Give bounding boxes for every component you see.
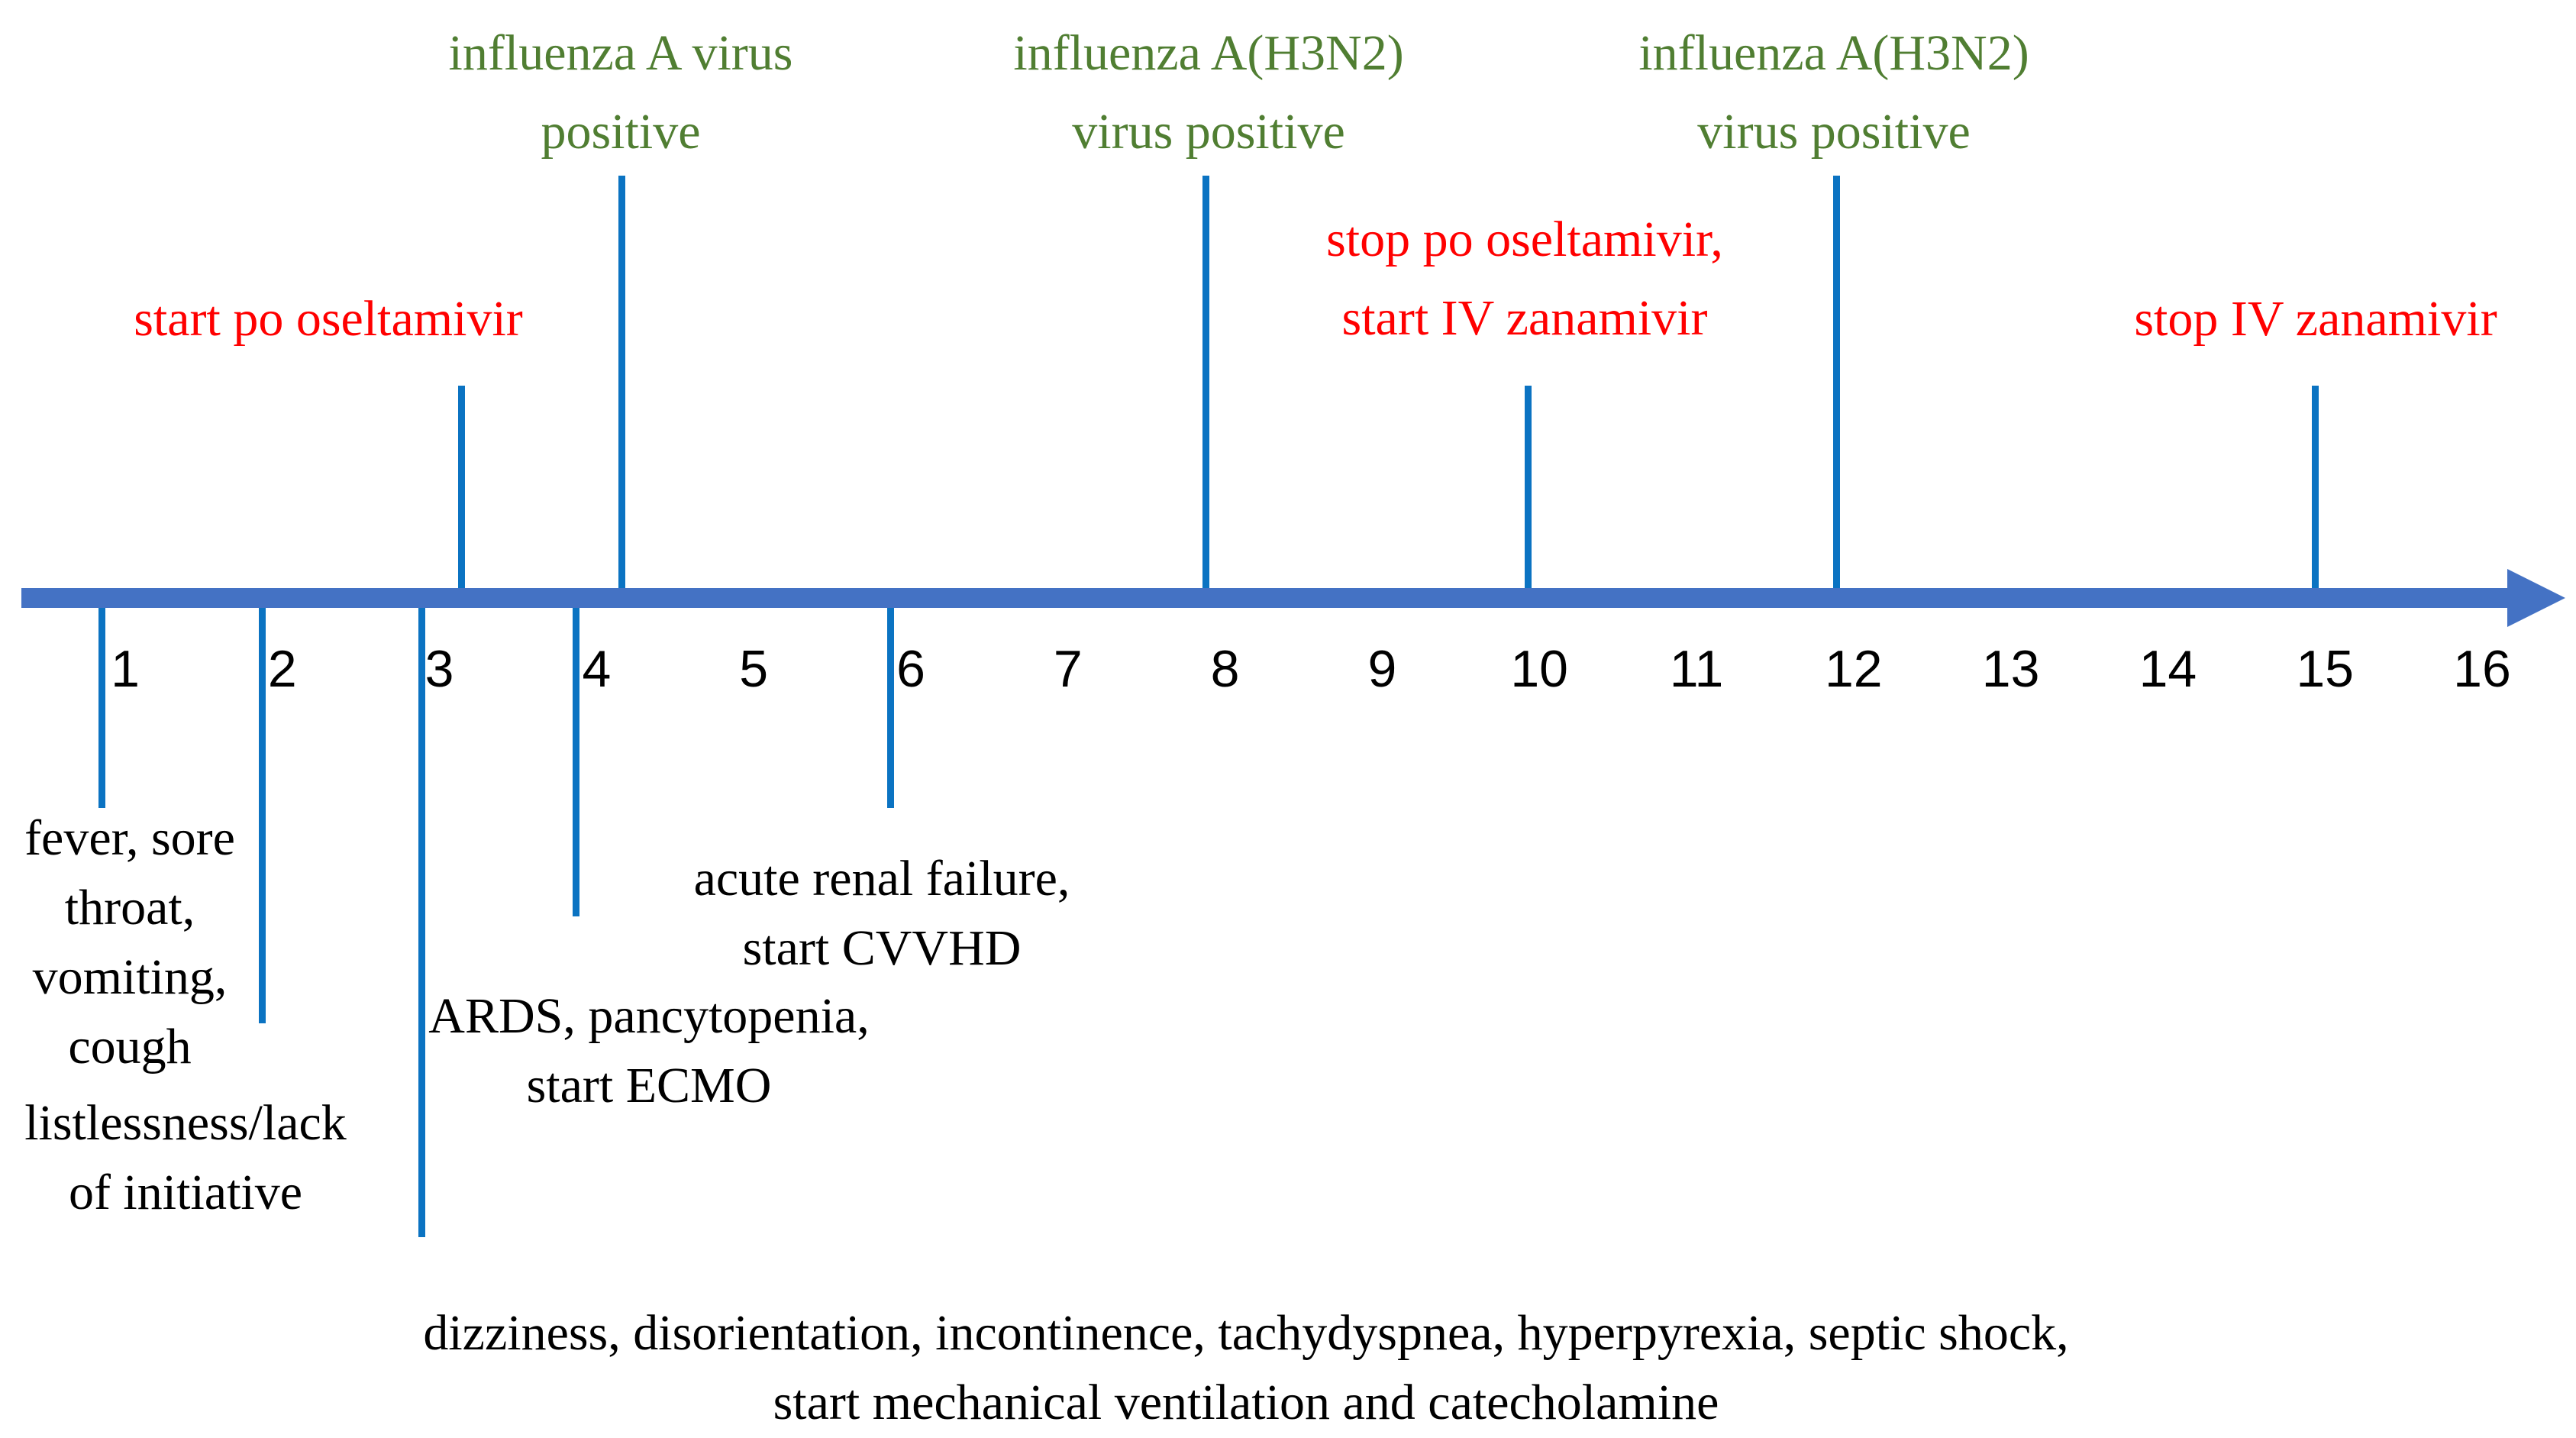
event-label-line: throat,: [64, 880, 195, 936]
event-label-line: dizziness, disorientation, incontinence,…: [423, 1305, 2069, 1361]
event-label-line: start mechanical ventilation and catecho…: [773, 1375, 1719, 1430]
event-label-stop-iv-zanamivir: stop IV zanamivir: [2134, 280, 2497, 358]
event-label-h3n2-positive-2: influenza A(H3N2) virus positive: [1638, 14, 2029, 171]
event-label-fever-block: fever, sore throat, vomiting, cough: [24, 803, 235, 1081]
event-label-line: fever, sore: [24, 810, 235, 866]
event-label-line: acute renal failure,: [693, 851, 1070, 906]
event-label-line: influenza A(H3N2): [1013, 25, 1404, 81]
event-tick-h3n2-positive-1: [1202, 176, 1210, 588]
axis-day-number-7: 7: [1053, 640, 1083, 698]
event-label-line: vomiting,: [32, 949, 228, 1005]
timeline-axis-arrowhead: [2507, 569, 2565, 627]
axis-day-number-13: 13: [1981, 640, 2040, 698]
event-label-line: of initiative: [68, 1165, 303, 1220]
event-label-start-po-oseltamivir: start po oseltamivir: [134, 280, 523, 358]
axis-day-number-1: 1: [111, 640, 140, 698]
axis-day-number-15: 15: [2296, 640, 2355, 698]
event-label-line: influenza A(H3N2): [1638, 25, 2029, 81]
event-label-line: start IV zanamivir: [1341, 290, 1708, 346]
event-label-listlessness-block: listlessness/lack of initiative: [24, 1088, 347, 1227]
event-label-line: virus positive: [1697, 104, 1971, 160]
event-label-line: cough: [68, 1019, 192, 1074]
axis-below-tick: [573, 608, 580, 916]
axis-day-number-6: 6: [896, 640, 925, 698]
axis-day-number-14: 14: [2139, 640, 2197, 698]
event-label-line: start ECMO: [526, 1058, 772, 1113]
axis-day-number-12: 12: [1824, 640, 1883, 698]
event-label-line: start po oseltamivir: [134, 291, 523, 347]
axis-day-number-10: 10: [1510, 640, 1569, 698]
axis-day-number-16: 16: [2453, 640, 2511, 698]
axis-day-number-2: 2: [267, 640, 297, 698]
axis-day-number-3: 3: [424, 640, 454, 698]
axis-day-number-5: 5: [739, 640, 769, 698]
event-label-line: stop po oseltamivir,: [1326, 212, 1723, 267]
event-tick-start-po-oseltamivir: [457, 386, 465, 588]
event-label-ards-block: ARDS, pancytopenia, start ECMO: [428, 981, 869, 1120]
event-tick-influenza-a-positive: [618, 176, 625, 588]
event-label-line: listlessness/lack: [24, 1095, 347, 1151]
axis-day-number-11: 11: [1669, 640, 1724, 698]
axis-below-tick: [418, 608, 426, 1237]
axis-below-tick: [886, 608, 894, 808]
axis-day-number-9: 9: [1367, 640, 1397, 698]
event-label-influenza-a-positive: influenza A virus positive: [449, 14, 793, 171]
event-label-line: ARDS, pancytopenia,: [428, 988, 870, 1044]
event-label-h3n2-positive-1: influenza A(H3N2) virus positive: [1013, 14, 1403, 171]
axis-below-tick: [98, 608, 105, 808]
event-label-line: stop IV zanamivir: [2134, 291, 2497, 347]
axis-day-number-8: 8: [1210, 640, 1240, 698]
event-tick-h3n2-positive-2: [1832, 176, 1840, 588]
event-tick-stop-po-start-iv: [1525, 386, 1532, 588]
event-label-line: positive: [541, 104, 701, 160]
axis-day-number-4: 4: [582, 640, 612, 698]
axis-below-tick: [258, 608, 266, 1023]
event-tick-stop-iv-zanamivir: [2312, 386, 2319, 588]
event-label-line: virus positive: [1072, 104, 1345, 160]
event-label-renal-block: acute renal failure, start CVVHD: [694, 844, 1070, 983]
event-label-stop-po-start-iv: stop po oseltamivir, start IV zanamivir: [1326, 200, 1723, 357]
event-label-line: influenza A virus: [448, 25, 793, 81]
event-label-line: start CVVHD: [742, 920, 1022, 976]
timeline-axis-bar: [21, 588, 2507, 608]
event-label-dizziness-block: dizziness, disorientation, incontinence,…: [423, 1298, 2068, 1437]
